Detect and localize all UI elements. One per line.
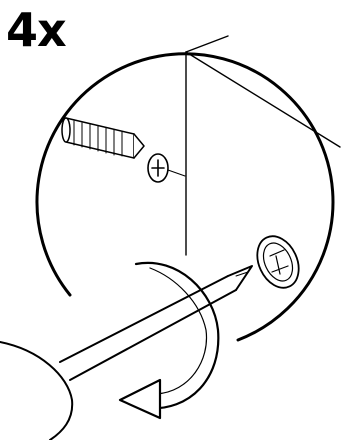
wall-plug-icon — [61, 117, 145, 159]
quantity-label: 4x — [6, 3, 67, 57]
rotate-clockwise-icon — [118, 261, 220, 420]
cabinet-corner — [185, 35, 341, 256]
fastener-in-wall — [256, 235, 300, 289]
screwdriver-icon — [0, 265, 253, 440]
detail-circle — [35, 52, 335, 342]
screw-icon — [147, 153, 186, 183]
